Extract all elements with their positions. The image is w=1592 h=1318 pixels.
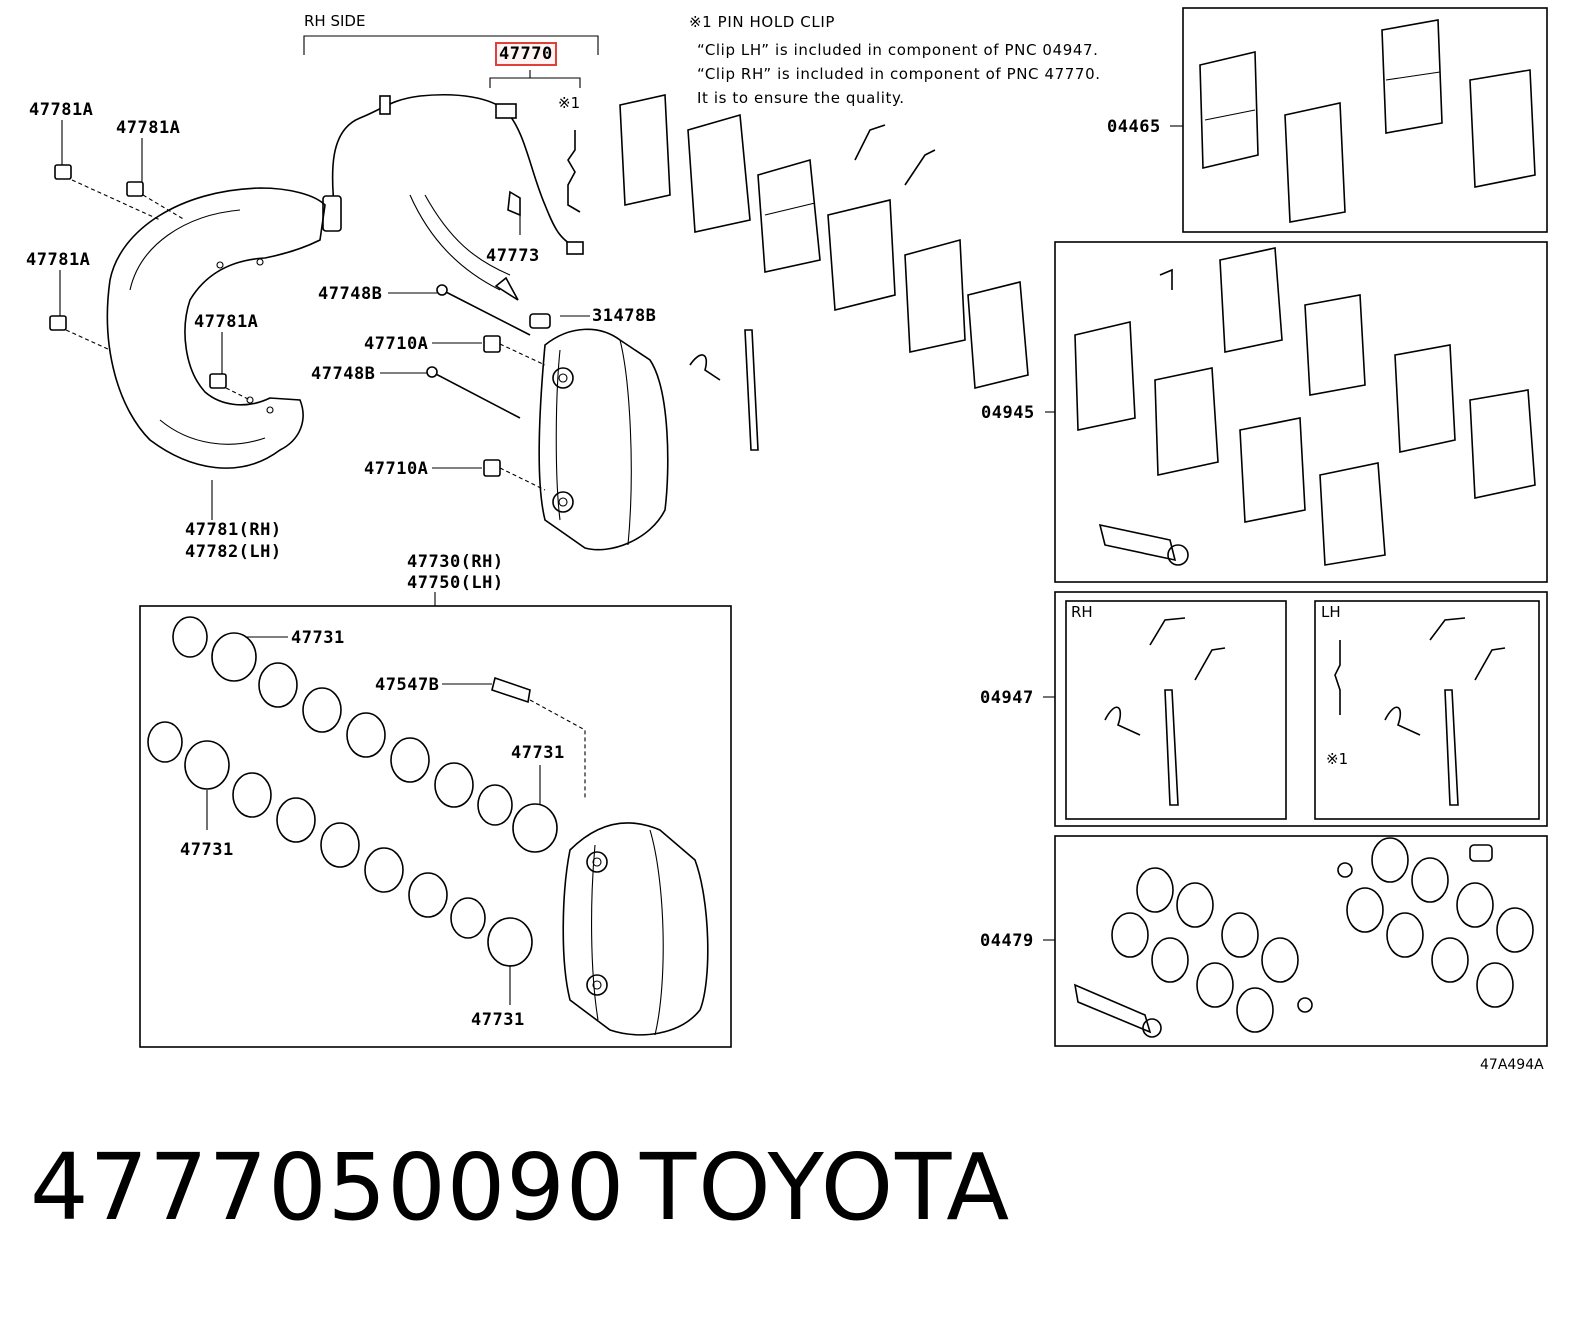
clip-marker-rh: ※1 [558,94,581,112]
part-47770-label[interactable]: 47770 [495,42,557,66]
label-47710a-2[interactable]: 47710A [364,459,429,479]
clip-marker-lh: ※1 [1326,750,1349,768]
leader-lines [59,120,590,1005]
label-47731-2[interactable]: 47731 [511,743,565,763]
rh-side-label: RH SIDE [304,12,366,30]
label-47731-3[interactable]: 47731 [180,840,234,860]
label-47782-lh[interactable]: 47782(LH) [185,542,282,562]
label-47547b[interactable]: 47547B [375,675,440,695]
note-line-2: “Clip RH” is included in component of PN… [697,65,1101,83]
label-47748b-1[interactable]: 47748B [318,284,383,304]
label-47781-rh[interactable]: 47781(RH) [185,520,282,540]
brand-heading: TOYOTA [640,1134,1012,1241]
label-47748b-2[interactable]: 47748B [311,364,376,384]
caliper-upper [538,328,669,551]
assembly-arrow [409,194,511,291]
label-04479[interactable]: 04479 [980,931,1034,951]
label-47730-rh[interactable]: 47730(RH) [407,552,504,572]
caliper-pins [426,284,551,491]
box-04947 [1054,591,1548,827]
anti-rattle-springs [689,124,936,451]
box-04479 [1054,835,1548,1047]
pin-hold-clip-rh [567,130,581,213]
bolt-47781a-group [49,164,251,401]
box-04465 [1182,7,1548,233]
label-47710a-1[interactable]: 47710A [364,334,429,354]
part-number-heading: 4777050090 [30,1134,626,1241]
wear-sensor-wire [322,93,584,255]
clip-47773 [507,190,521,217]
label-47750-lh[interactable]: 47750(LH) [407,573,504,593]
box-04945 [1054,241,1548,583]
label-47781a-2[interactable]: 47781A [116,118,181,138]
label-47781a-3[interactable]: 47781A [26,250,91,270]
diagram-code: 47A494A [1480,1057,1544,1073]
lh-box-label: LH [1321,603,1341,621]
part-47770-bracket [489,70,581,88]
label-31478b[interactable]: 31478B [592,306,657,326]
label-47773[interactable]: 47773 [486,246,540,266]
label-04945[interactable]: 04945 [981,403,1035,423]
rh-side-bracket [303,35,599,55]
rh-box-label: RH [1071,603,1093,621]
label-47781a-4[interactable]: 47781A [194,312,259,332]
note-line-3: It is to ensure the quality. [697,89,905,107]
brake-pads-center [619,94,1029,390]
label-47781a-1[interactable]: 47781A [29,100,94,120]
label-04947[interactable]: 04947 [980,688,1034,708]
caliper-overhaul-box [139,592,732,1048]
label-47731-4[interactable]: 47731 [471,1010,525,1030]
pin-hold-clip-title: ※1 PIN HOLD CLIP [689,13,835,31]
label-47731-1[interactable]: 47731 [291,628,345,648]
dust-shield [106,187,326,469]
label-04465[interactable]: 04465 [1107,117,1161,137]
note-line-1: “Clip LH” is included in component of PN… [697,41,1099,59]
